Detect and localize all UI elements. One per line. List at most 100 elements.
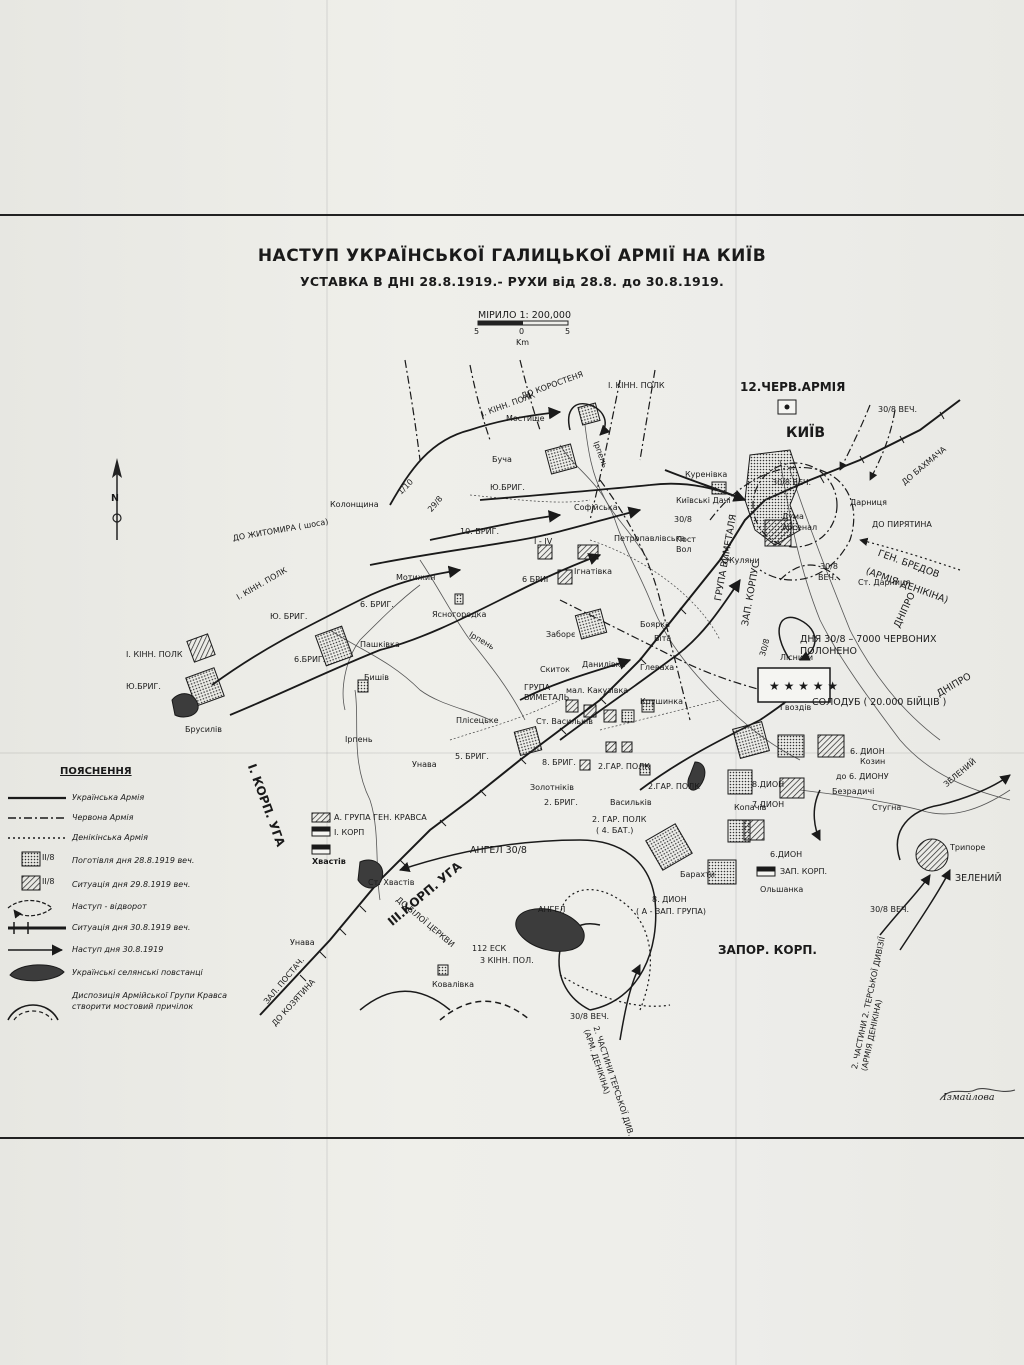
svg-text:★ ★ ★ ★ ★: ★ ★ ★ ★ ★ [769, 679, 838, 693]
fold-line [326, 0, 328, 1365]
map-label: 30/8 ВЕЧ. [878, 405, 918, 414]
map-label: Ольшанка [760, 885, 804, 894]
legend-unit-marker: II/8 [42, 877, 55, 886]
scale-tick: 0 [519, 327, 525, 336]
kravs-legend-symbols [311, 812, 776, 877]
map-label: ДНЯ 30/8 – 7000 ЧЕРВОНИХ ПОЛОНЕНО [800, 634, 937, 657]
map-label: 30/8 [820, 562, 838, 571]
frame-top-line [0, 214, 1024, 216]
map-label: Копачів [734, 803, 767, 812]
map-label: ЗЕЛЕНИЙ [955, 873, 1002, 884]
map-label: Ю.БРИГ. [126, 682, 161, 691]
map-label: Гвоздів [780, 703, 812, 712]
map-label: 30/8 [674, 515, 692, 524]
map-label: Бишів [364, 673, 389, 682]
map-label: Куренівка [685, 470, 728, 479]
north-label: N [111, 493, 119, 504]
map-label: Козин [860, 757, 886, 766]
map-label: ДО ПИРЯТИНА [872, 520, 932, 529]
legend-item: Ситуація дня 29.8.1919 веч. [72, 880, 191, 889]
map-label: Віта [654, 634, 672, 643]
map-label: Арсенал [782, 523, 818, 532]
map-label: Данилівка [582, 660, 626, 669]
map-label: Київські Дачі [676, 496, 731, 505]
map-label: Ст. Васильків [536, 717, 593, 726]
bridgehead-arcs [359, 990, 531, 1021]
map-label: Дума [782, 512, 804, 521]
map-label: Заборє [546, 630, 576, 639]
map-label: Ясногородка [432, 610, 487, 619]
map-label: Ст. Хвастів [368, 878, 415, 887]
map-label: Унава [412, 760, 437, 769]
legend-item: Денікінська Армія [72, 833, 148, 842]
map-label: мал. Какузівка [566, 686, 629, 695]
legend-item: Українська Армія [72, 793, 145, 802]
map-label: 6.БРИГ. [294, 655, 326, 664]
map-label: ЗАП. КОРП. [780, 867, 828, 876]
map-label: Боярка [640, 620, 671, 629]
map-label: Петропавлівська [614, 534, 686, 543]
red-army-block: ★ ★ ★ ★ ★ [757, 667, 838, 703]
legend-symbols [7, 796, 66, 1021]
map-label: АНГЕЛ [538, 905, 566, 914]
map-label: 8.ДИОН [752, 780, 785, 789]
map-label: Ігнатівка [574, 567, 613, 576]
map-label: 2. ГАР. ПОЛК [592, 815, 647, 824]
map-label: 6.ДИОН [770, 850, 803, 859]
map-label: Пашківка [360, 640, 400, 649]
map-label: Глеваха [640, 663, 675, 672]
unit-rectangles [185, 402, 845, 976]
signature: Ізмайлова [943, 1092, 995, 1103]
map-label: Крушинка [640, 697, 683, 706]
map-label: I. КОРП [334, 828, 365, 837]
legend-item: Червона Армія [72, 813, 134, 822]
frame-bottom-line [0, 1137, 1024, 1139]
map-label: Безрадичі [832, 787, 875, 796]
map-label: 6. ДИОН [850, 747, 885, 756]
map-label: I. КІНН. ПОЛК [126, 650, 183, 659]
scale-bar [477, 320, 569, 326]
fold-line [0, 752, 1024, 754]
map-label: ВЕЧ. [818, 573, 837, 582]
map-label: 6. БРИГ. [360, 600, 394, 609]
curved-maneuver-arrows [399, 403, 1011, 1041]
map-label: Брусилів [185, 725, 222, 734]
map-label: ( А - ЗАП. ГРУПА) [636, 907, 706, 916]
map-label: 2.ГАР. ПОЛК [598, 762, 650, 771]
legend-title: ПОЯСНЕННЯ [60, 766, 132, 777]
map-label: Мотижин [396, 573, 436, 582]
denikin-army-lines [555, 537, 961, 1011]
map-label: до 6. ДИОНУ [836, 772, 889, 781]
north-arrow [112, 458, 122, 540]
map-label: Лісники [780, 653, 814, 662]
map-label: ЗАПОР. КОРП. [718, 943, 817, 957]
map-label: 112 ЕСК [472, 944, 507, 953]
map-label: АНГЕЛ 30/8 [470, 845, 527, 856]
map-label: I. КІНН. ПОЛК [608, 381, 665, 390]
map-label: Плісецьке [456, 716, 499, 725]
insurgent-areas [171, 693, 949, 952]
map-label: Стугна [872, 803, 902, 812]
map-title: НАСТУП УКРАЇНСЬКОЇ ГАЛИЦЬКОЇ АРМІЇ НА КИ… [257, 246, 767, 266]
map-label: 6 БРИГ [522, 575, 551, 584]
map-label: 2. БРИГ. [544, 798, 578, 807]
map-label: Буча [492, 455, 512, 464]
roads [449, 494, 721, 741]
map-label: 30/8 ВЕЧ. [870, 905, 910, 914]
map-label: Пост Вол [676, 535, 696, 554]
ukrainian-army-arrows [211, 406, 801, 791]
map-label: Колонщина [330, 500, 379, 509]
map-label: Хвастів [312, 857, 346, 866]
map-label: ( 4. БАТ.) [596, 826, 634, 835]
map-label: 8. ДИОН [652, 895, 687, 904]
label-kyiv: КИЇВ [786, 425, 826, 441]
map-label: Ю.БРИГ. [490, 483, 525, 492]
map-subtitle: УСТАВКА В ДНІ 28.8.1919.- РУХИ від 28.8.… [299, 274, 725, 289]
map-label: ГРУПА ВИМЕТАЛЬ [524, 683, 570, 702]
map-label: Унава [290, 938, 315, 947]
legend-unit-marker: II/8 [42, 853, 55, 862]
map-label: Ірпень [345, 735, 373, 744]
scale-label: МІРИЛО 1: 200,000 [478, 310, 572, 321]
